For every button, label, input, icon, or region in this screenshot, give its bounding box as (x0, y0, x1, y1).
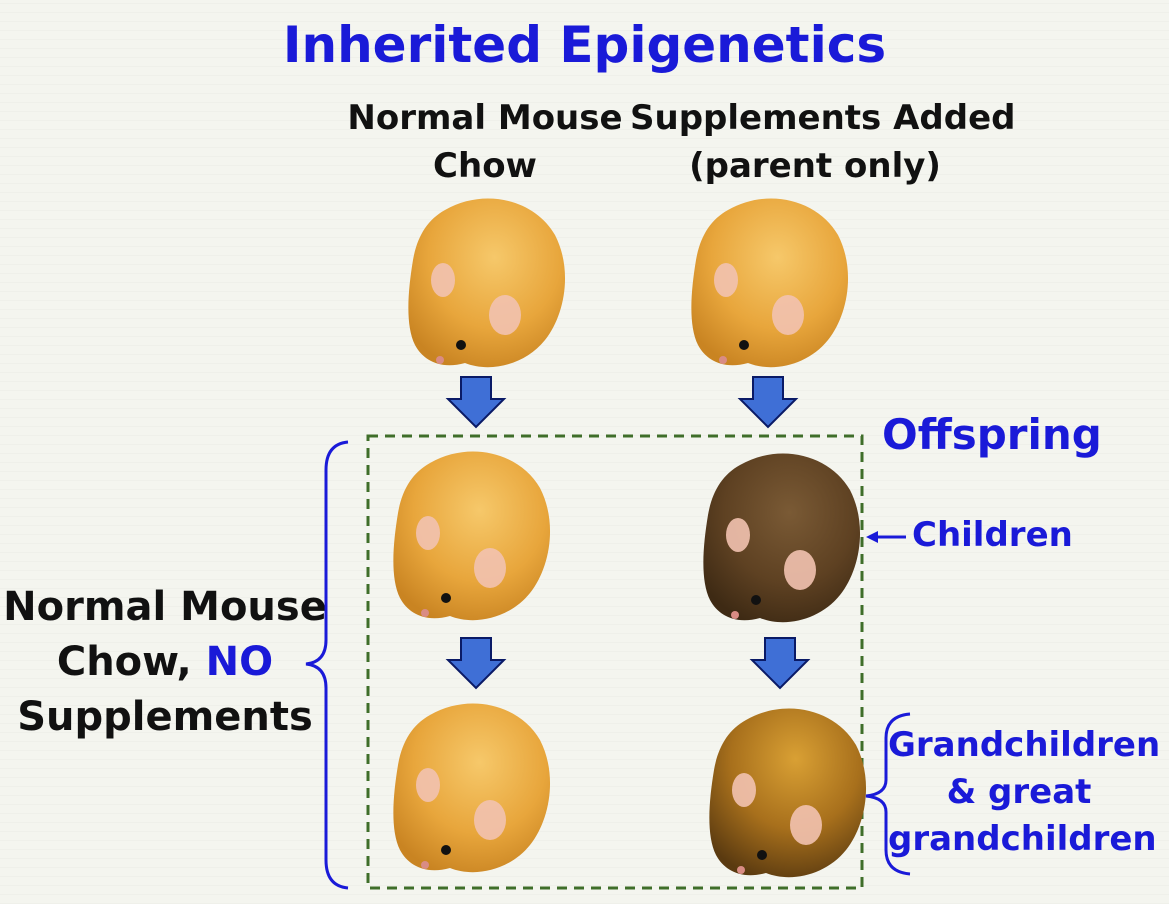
left-brace-icon (306, 442, 348, 888)
right-brace-icon (866, 714, 910, 874)
children-pointer-icon (866, 531, 878, 543)
down-arrow-icon (448, 377, 504, 427)
yellow-mouse-icon (691, 198, 848, 367)
down-arrow-icon (448, 638, 504, 688)
yellow-mouse-icon (393, 451, 550, 620)
down-arrow-icon (752, 638, 808, 688)
golden-brown-mouse-icon (709, 708, 866, 877)
yellow-mouse-icon (393, 703, 550, 872)
down-arrow-icon (740, 377, 796, 427)
yellow-mouse-icon (408, 198, 565, 367)
brown-mouse-icon (703, 453, 860, 622)
